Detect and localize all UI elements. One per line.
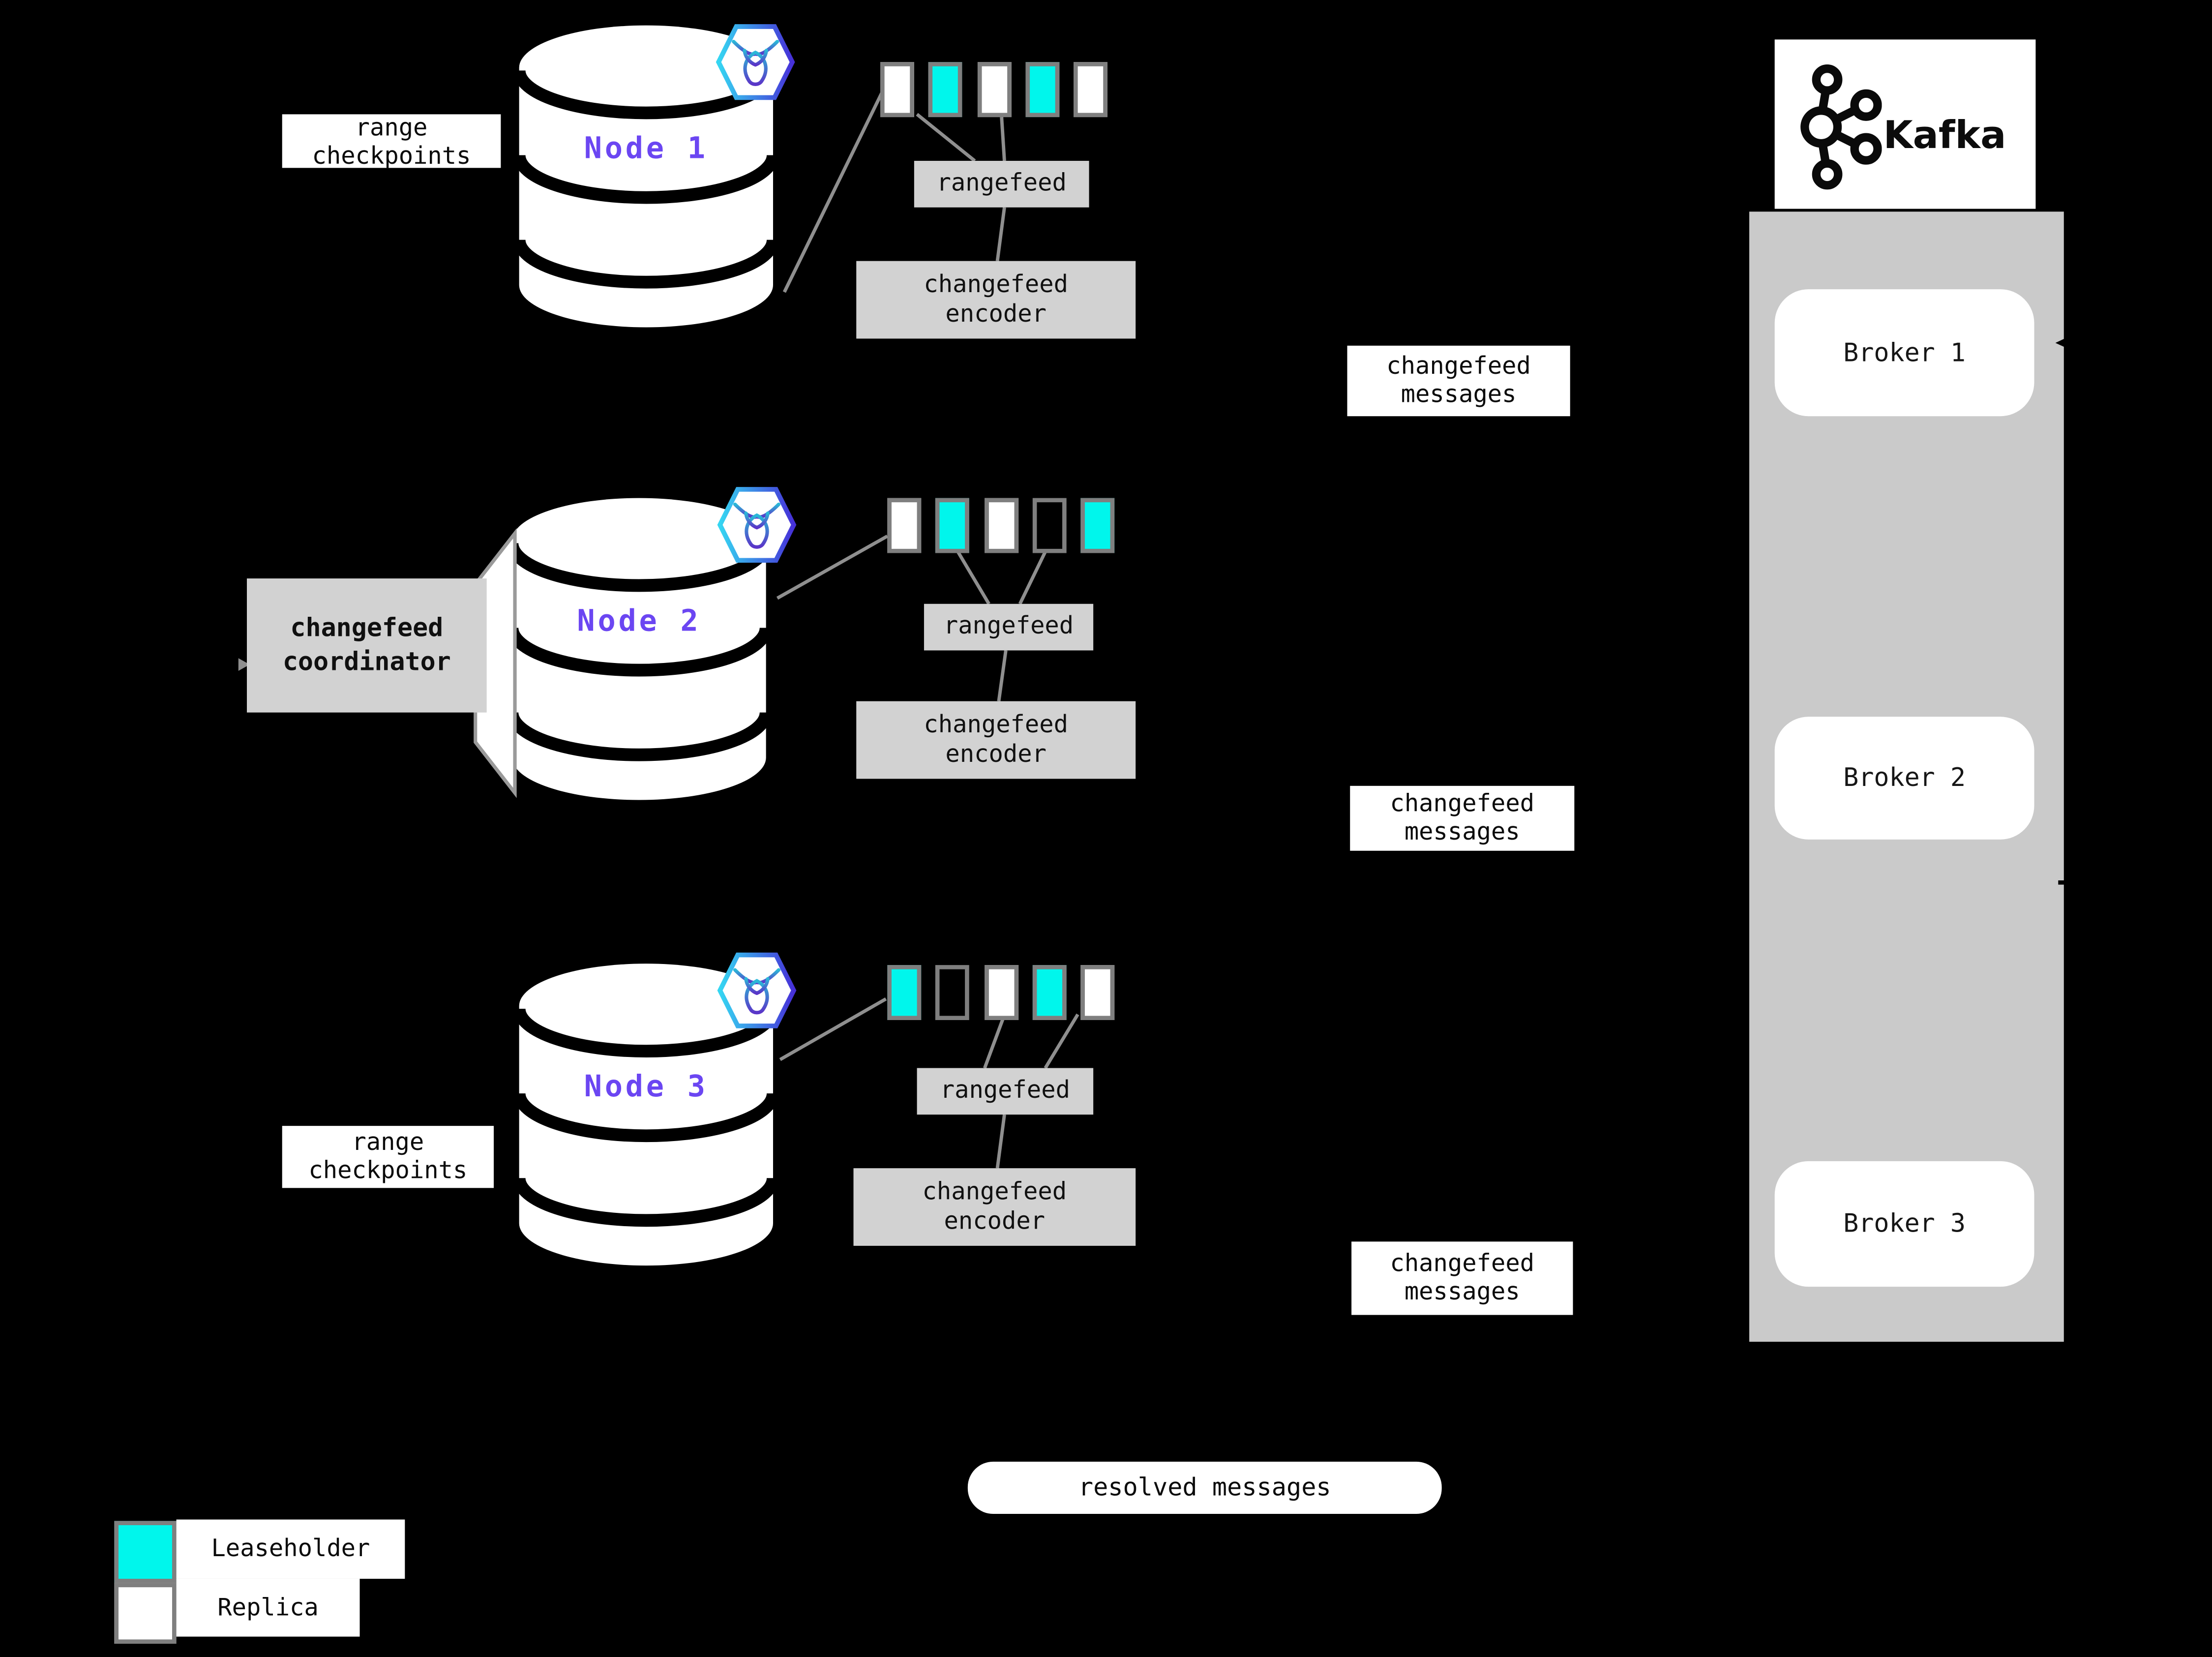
rangefeed-box: rangefeed — [924, 603, 1094, 651]
resolved-messages-label: resolved messages — [967, 1461, 1442, 1514]
range-square — [928, 62, 963, 118]
kafka-wordmark: Kafka — [1883, 113, 2006, 157]
changefeed-messages-label: changefeed messages — [1351, 1241, 1573, 1315]
changefeed-encoder-box: changefeed encoder — [856, 701, 1136, 779]
legend-replica-swatch — [114, 1583, 177, 1644]
broker-2: Broker 2 — [1774, 717, 2034, 840]
range-square — [880, 62, 914, 118]
range-checkpoints-label: range checkpoints — [282, 1126, 494, 1188]
range-checkpoints-label: range checkpoints — [282, 114, 501, 168]
range-square — [887, 965, 922, 1020]
node3-database-cylinder — [515, 964, 777, 1266]
node2-label: Node 2 — [577, 603, 701, 638]
cockroachdb-icon — [716, 24, 795, 100]
range-square — [1074, 62, 1108, 118]
node2-database-cylinder — [508, 498, 771, 800]
broker-3: Broker 3 — [1774, 1161, 2034, 1287]
range-square — [984, 498, 1018, 553]
cockroachdb-icon — [717, 487, 797, 563]
range-square — [1080, 965, 1115, 1020]
changefeed-messages-label: changefeed messages — [1347, 345, 1570, 417]
changefeed-messages-label: changefeed messages — [1350, 785, 1575, 851]
node1-database-cylinder — [515, 25, 777, 328]
range-square — [935, 965, 970, 1020]
legend-leaseholder-swatch — [114, 1521, 177, 1583]
changefeed-coordinator-box: changefeed coordinator — [247, 578, 487, 713]
range-square — [1025, 62, 1060, 118]
cockroachdb-icon — [717, 952, 797, 1028]
kafka-logo-icon — [1800, 64, 1882, 190]
range-square — [984, 965, 1018, 1020]
rangefeed-box: rangefeed — [917, 1068, 1094, 1115]
broker-1: Broker 1 — [1774, 289, 2034, 417]
node3-label: Node 3 — [584, 1069, 708, 1104]
range-square — [935, 498, 970, 553]
legend-leaseholder-label: Leaseholder — [176, 1519, 405, 1579]
range-square — [977, 62, 1011, 118]
changefeed-encoder-box: changefeed encoder — [856, 261, 1136, 339]
rangefeed-box: rangefeed — [914, 161, 1089, 208]
range-square — [1080, 498, 1115, 553]
range-square — [1032, 498, 1067, 553]
range-square — [1032, 965, 1067, 1020]
changefeed-encoder-box: changefeed encoder — [853, 1168, 1136, 1246]
range-square — [887, 498, 922, 553]
legend-replica-label: Replica — [176, 1578, 360, 1637]
node1-label: Node 1 — [584, 131, 708, 165]
